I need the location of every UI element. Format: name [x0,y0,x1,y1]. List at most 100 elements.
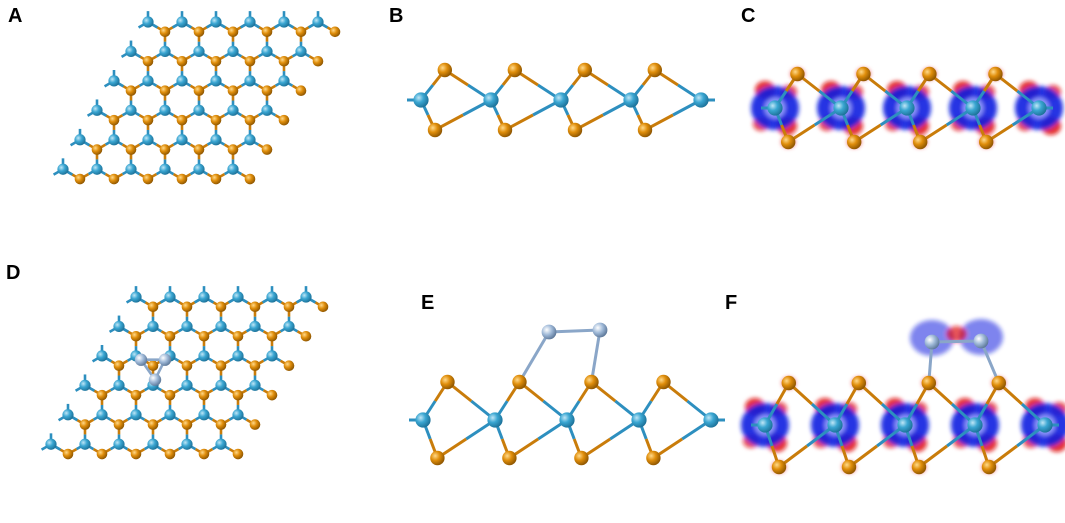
metal-atom [300,291,312,303]
metal-atom [164,291,176,303]
metal-atom [693,92,709,108]
chalcogen-atom [181,301,193,313]
metal-atom [45,438,57,450]
chalcogen-atom [210,55,222,67]
chalcogen-atom [181,360,193,372]
panel-label-c: C [741,5,756,27]
metal-atom [767,100,783,116]
metal-atom [210,134,222,146]
adsorbate-atom [148,373,162,386]
metal-atom [193,104,205,116]
chalcogen-atom [244,55,256,67]
metal-atom [261,45,273,58]
metal-atom [198,409,210,421]
metal-atom [91,163,103,175]
metal-atom [147,438,159,450]
top-view-lattice-a [52,11,341,185]
metal-atom [96,350,108,362]
chalcogen-atom [198,448,210,460]
metal-atom [232,409,244,421]
adsorbate-atom [541,324,557,340]
chalcogen-atom [113,419,125,430]
metal-atom [227,45,239,58]
chalcogen-atom [176,55,188,67]
chalcogen-atom [427,122,443,138]
chalcogen-atom [507,62,522,78]
metal-atom [703,412,719,428]
metal-atom [312,16,324,28]
chalcogen-atom [512,374,527,390]
chalcogen-atom [164,330,176,342]
chalcogen-atom [922,66,937,82]
chalcogen-atom [232,448,244,460]
metal-atom [159,104,171,116]
chalcogen-atom [215,301,227,313]
chalcogen-atom [781,375,796,391]
chalcogen-atom [430,450,445,466]
metal-atom [833,100,849,116]
metal-atom [227,104,239,116]
charge-density-f [741,319,1065,475]
chalcogen-atom [74,173,86,185]
chalcogen-atom [215,419,227,430]
chalcogen-atom [193,144,205,155]
chalcogen-atom [991,375,1006,391]
metal-atom [142,134,154,146]
chalcogen-atom [841,459,857,475]
panel-c: C [735,0,1065,240]
chalcogen-atom [249,301,261,313]
adsorbate-atom [134,353,148,366]
chalcogen-atom [91,144,103,155]
metal-atom [1031,100,1047,116]
chalcogen-atom [227,85,239,97]
metal-atom [278,75,290,87]
chalcogen-atom [147,419,159,430]
metal-atom [108,75,120,87]
metal-atom [108,134,120,146]
metal-atom [113,438,125,450]
metal-atom [897,417,913,433]
metal-atom [147,320,159,333]
chalcogen-atom [130,330,142,342]
metal-atom [181,438,193,450]
chalcogen-atom [656,374,671,390]
chalcogen-atom [329,26,341,38]
metal-atom [159,45,171,58]
chalcogen-atom [62,448,74,460]
chalcogen-atom [198,389,210,401]
metal-atom [210,75,222,87]
chalcogen-atom [317,301,329,313]
metal-atom [91,104,103,116]
chalcogen-atom [164,389,176,401]
metal-atom [130,409,142,421]
chalcogen-atom [278,55,290,67]
metal-atom [210,16,222,28]
panel-label-f: F [725,292,738,314]
chalcogen-atom [244,173,256,185]
metal-atom [1037,417,1053,433]
chalcogen-atom [261,85,273,97]
chalcogen-atom [497,122,513,138]
metal-atom [113,320,125,333]
chalcogen-atom [176,114,188,126]
metal-atom [965,100,981,116]
metal-atom [483,92,499,108]
metal-atom [193,163,205,175]
metal-atom [559,412,575,428]
chalcogen-atom [911,459,927,475]
chalcogen-atom [142,173,154,185]
adsorbate-bond [548,328,601,334]
panel-e: E [385,255,730,523]
chalcogen-atom [244,114,256,126]
panel-label-a: A [8,5,23,27]
side-view-lattice-b [407,62,715,138]
chalcogen-atom [261,144,273,155]
metal-atom [130,291,142,303]
adsorbate-atom [973,333,989,349]
chalcogen-atom [584,374,599,390]
side-view-lattice-e [409,322,725,466]
chalcogen-atom [312,55,324,67]
chalcogen-atom [647,62,662,78]
chalcogen-atom [79,419,91,430]
